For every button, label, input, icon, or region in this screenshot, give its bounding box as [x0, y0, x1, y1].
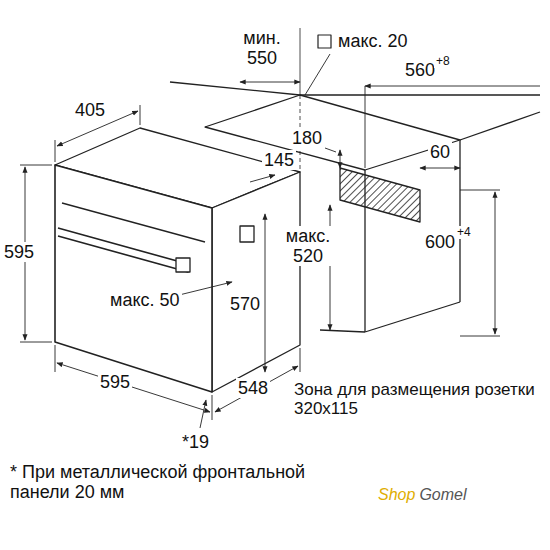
- leader-line: [325, 148, 336, 152]
- control-panel-line: [62, 203, 205, 242]
- dimension-label: +8: [434, 55, 452, 68]
- countertop-edge: [460, 112, 540, 140]
- dimension-label: макс. 50: [108, 290, 182, 310]
- dimension-label: +4: [455, 226, 473, 239]
- socket-zone: [340, 168, 420, 222]
- dimension-label: мин. 550: [234, 28, 290, 68]
- dimension-line: [340, 150, 341, 168]
- cabinet-edge: [459, 140, 460, 302]
- note-text: Зона для размещения розетки 320x115: [292, 380, 546, 418]
- dimension-line: [495, 192, 496, 334]
- dimension-label: *19: [180, 432, 211, 452]
- dimension-label: 560: [403, 60, 437, 80]
- leader-line: [200, 400, 206, 428]
- dimension-label: 60: [428, 142, 452, 162]
- oven-handle: [58, 228, 188, 272]
- oven-front: [55, 165, 212, 392]
- dimension-label: 600: [423, 232, 457, 252]
- cabinet-floor: [320, 330, 365, 332]
- dimension-label: 595: [2, 242, 36, 262]
- watermark: Gomel: [417, 486, 468, 504]
- note-text: * При металлической фронтальной панели 2…: [8, 462, 324, 502]
- countertop-edge: [170, 82, 540, 95]
- extension-line: [20, 342, 52, 343]
- extension-line: [55, 345, 56, 372]
- dimension-line: [240, 82, 300, 83]
- dimension-label: макс. 520: [276, 226, 340, 266]
- mounting-bracket: [240, 226, 254, 242]
- extension-line: [20, 165, 52, 166]
- cabinet-edge: [365, 302, 460, 332]
- dimension-line: [420, 168, 460, 169]
- dimension-label: 548: [236, 378, 270, 398]
- dimension-line: [330, 205, 331, 330]
- extension-line: [460, 190, 500, 191]
- extension-line: [300, 348, 301, 372]
- dimension-line: [57, 363, 210, 412]
- dimension-label: 180: [290, 128, 324, 148]
- dimension-line: [215, 366, 298, 412]
- extension-line: [365, 86, 366, 168]
- extension-line: [140, 105, 141, 125]
- dimension-line: [175, 282, 232, 296]
- leader-line: [305, 54, 330, 95]
- dimension-label: 405: [73, 100, 107, 120]
- extension-line: [55, 140, 56, 162]
- dimension-label: 570: [228, 294, 262, 314]
- extension-line: [460, 336, 500, 337]
- dimension-label: макс. 20: [336, 31, 410, 51]
- dimension-label: 145: [262, 150, 296, 170]
- extension-line: [212, 395, 213, 420]
- square-symbol: [318, 35, 331, 48]
- oven-side: [212, 172, 300, 392]
- handle-end: [176, 258, 190, 272]
- dimension-line: [265, 214, 266, 372]
- watermark: Shop: [376, 486, 417, 504]
- extension-line: [300, 28, 301, 95]
- dimension-label: 595: [98, 372, 132, 392]
- dimension-line: [365, 86, 540, 87]
- dimension-line: [250, 175, 275, 182]
